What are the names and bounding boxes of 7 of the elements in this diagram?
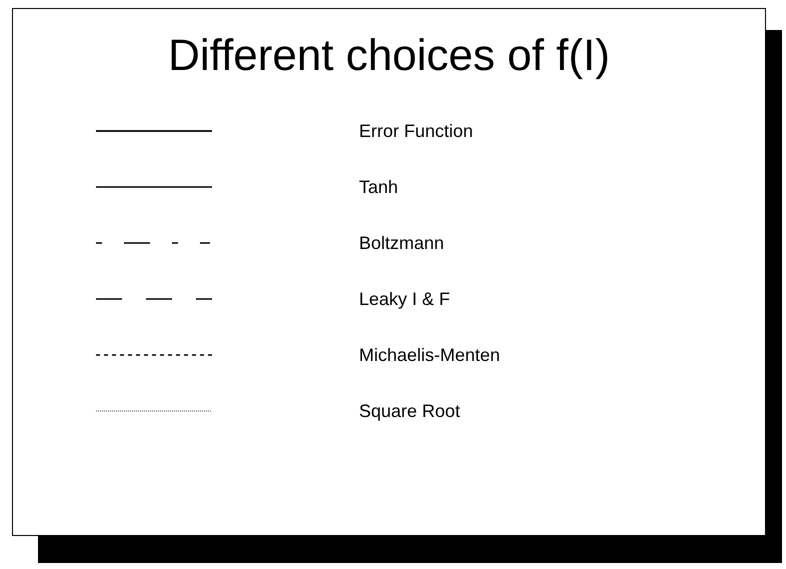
legend-label: Tanh bbox=[359, 176, 398, 198]
legend-label: Square Root bbox=[359, 400, 460, 422]
legend-label: Michaelis-Menten bbox=[359, 344, 500, 366]
legend-label: Boltzmann bbox=[359, 232, 444, 254]
legend-label: Error Function bbox=[359, 120, 474, 142]
legend-label: Leaky I & F bbox=[359, 288, 450, 310]
title: Different choices of f(I) bbox=[167, 31, 611, 81]
